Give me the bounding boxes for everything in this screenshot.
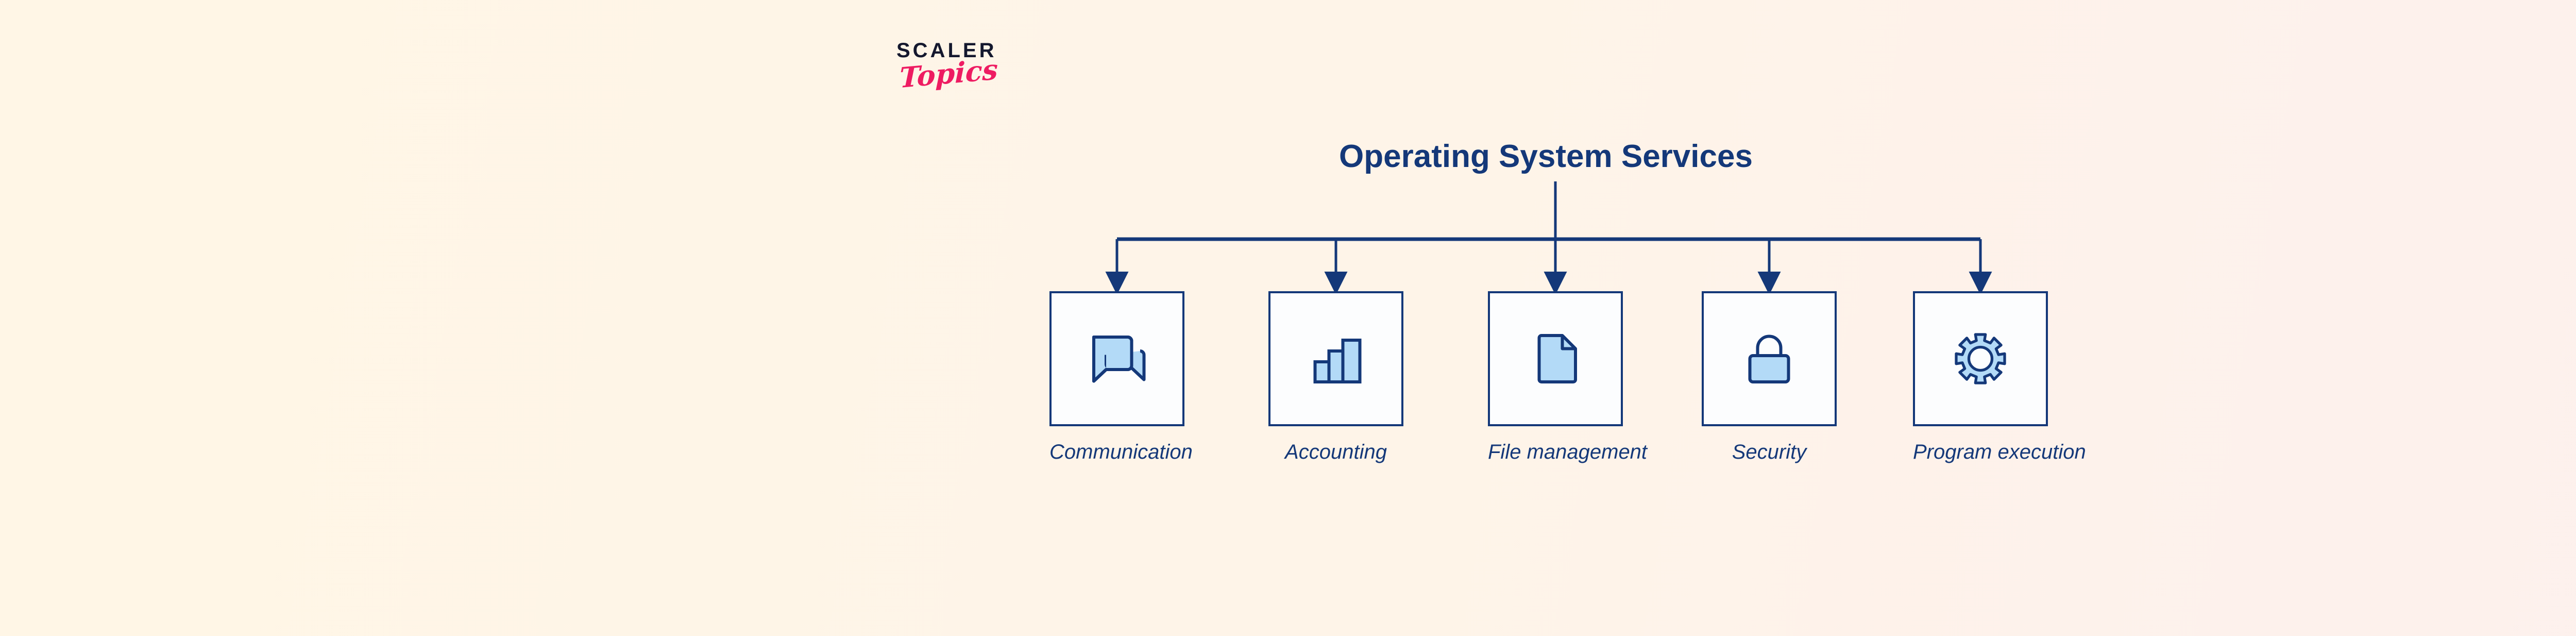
service-box-file-management[interactable] bbox=[1488, 291, 1623, 426]
service-node-accounting[interactable]: Accounting bbox=[1268, 291, 1403, 462]
scaler-topics-logo: SCALER Topics bbox=[896, 40, 1041, 118]
service-label-security: Security bbox=[1732, 441, 1807, 463]
service-nodes-row: Communication Accounting File management bbox=[1049, 291, 2086, 508]
diagram-root-title: Operating System Services bbox=[1339, 139, 1753, 174]
service-box-accounting[interactable] bbox=[1268, 291, 1403, 426]
service-label-communication: Communication bbox=[1049, 441, 1193, 463]
bar-chart-icon bbox=[1313, 339, 1362, 383]
speech-bubbles-icon bbox=[1092, 336, 1146, 383]
brand-wordmark: SCALER bbox=[896, 39, 997, 62]
service-box-security[interactable] bbox=[1702, 291, 1837, 426]
gear-icon bbox=[1955, 333, 2006, 384]
padlock-icon bbox=[1748, 334, 1790, 383]
service-node-file-management[interactable]: File management bbox=[1488, 291, 1648, 463]
service-label-program-execution: Program execution bbox=[1913, 441, 2086, 463]
service-box-communication[interactable] bbox=[1049, 291, 1184, 426]
service-label-accounting: Accounting bbox=[1285, 441, 1387, 463]
service-node-program-execution[interactable]: Program execution bbox=[1913, 291, 2086, 463]
service-node-security[interactable]: Security bbox=[1702, 291, 1837, 462]
document-icon bbox=[1537, 334, 1577, 383]
service-node-communication[interactable]: Communication bbox=[1049, 291, 1193, 463]
service-label-file-management: File management bbox=[1488, 441, 1648, 463]
service-box-program-execution[interactable] bbox=[1913, 291, 2048, 426]
